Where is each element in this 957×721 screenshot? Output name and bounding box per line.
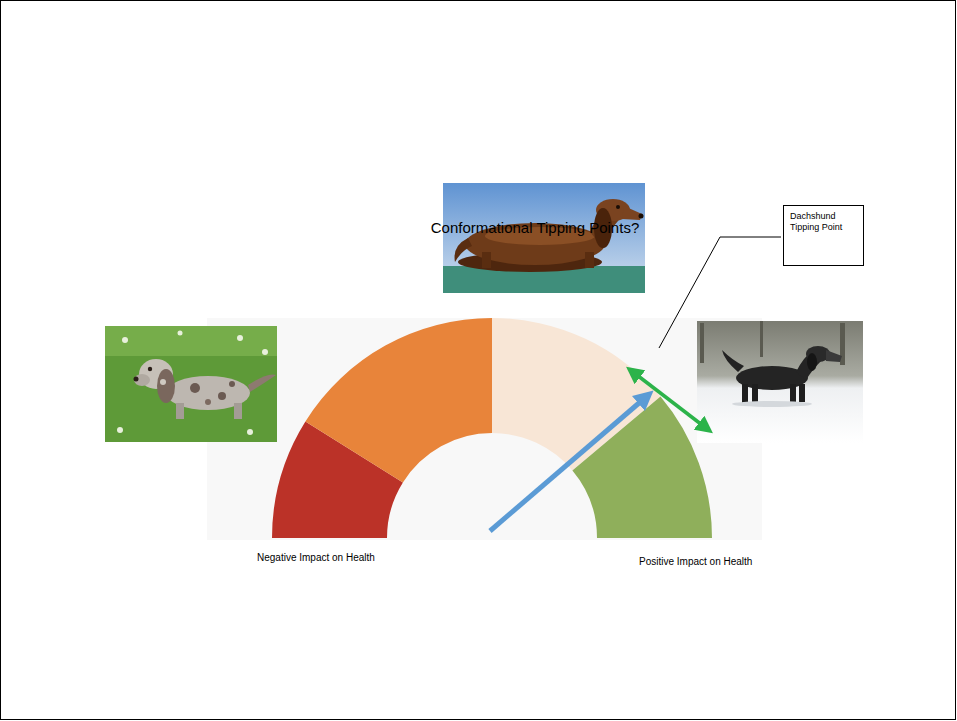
dachshund-photo (443, 183, 645, 293)
callout-leader (659, 237, 781, 348)
callout-text: Dachshund Tipping Point (790, 211, 857, 234)
gauge-end-label: Positive Impact on Health (639, 556, 752, 567)
health-gauge (272, 318, 712, 538)
slide-title: Conformational Tipping Points? (335, 219, 735, 236)
tipping-range-arrow (633, 372, 706, 428)
dapple-puppy-photo (105, 326, 277, 442)
gauge-backdrop (207, 318, 762, 540)
gauge-needle (490, 397, 646, 531)
gauge-end-label: Negative Impact on Health (257, 552, 375, 563)
callout-box: Dachshund Tipping Point (783, 205, 864, 266)
wirehaired-dachshund-photo (697, 321, 863, 443)
